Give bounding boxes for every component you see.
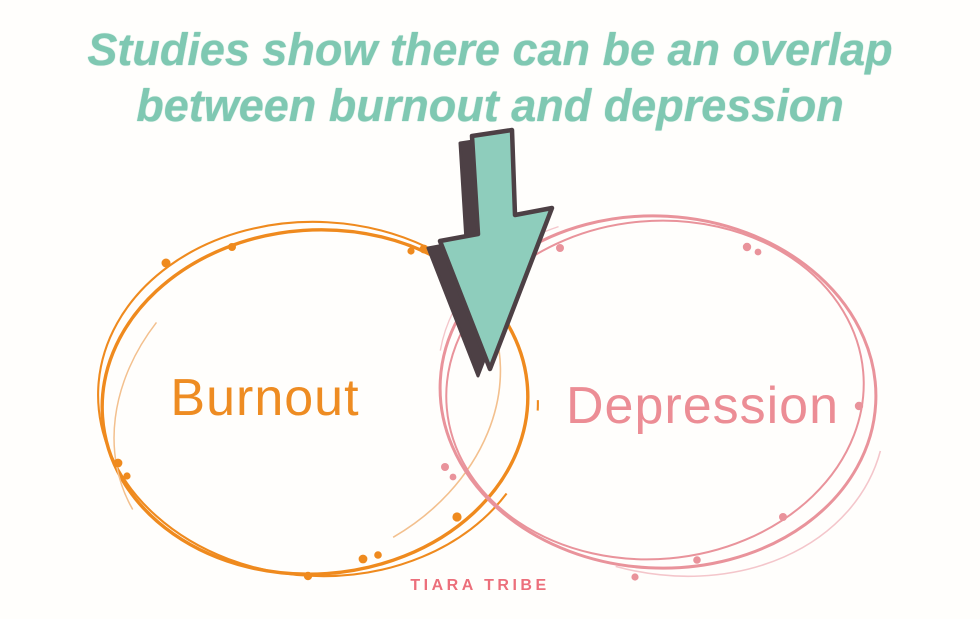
burnout-circle-dots: [113, 243, 462, 581]
title-line-1: Studies show there can be an overlap: [87, 24, 893, 75]
diagram-title: Studies show there can be an overlap bet…: [0, 22, 980, 134]
brand-watermark: TIARA TRIBE: [410, 577, 550, 594]
down-arrow-icon: [426, 127, 555, 378]
depression-circle-light-strokes: [437, 208, 887, 578]
burnout-label: Burnout: [170, 369, 360, 427]
depression-circle-dots: [441, 242, 864, 581]
title-line-2: between burnout and depression: [136, 80, 844, 131]
depression-circle: [438, 214, 878, 570]
down-arrow-body: [437, 127, 555, 372]
depression-label: Depression: [565, 377, 840, 435]
